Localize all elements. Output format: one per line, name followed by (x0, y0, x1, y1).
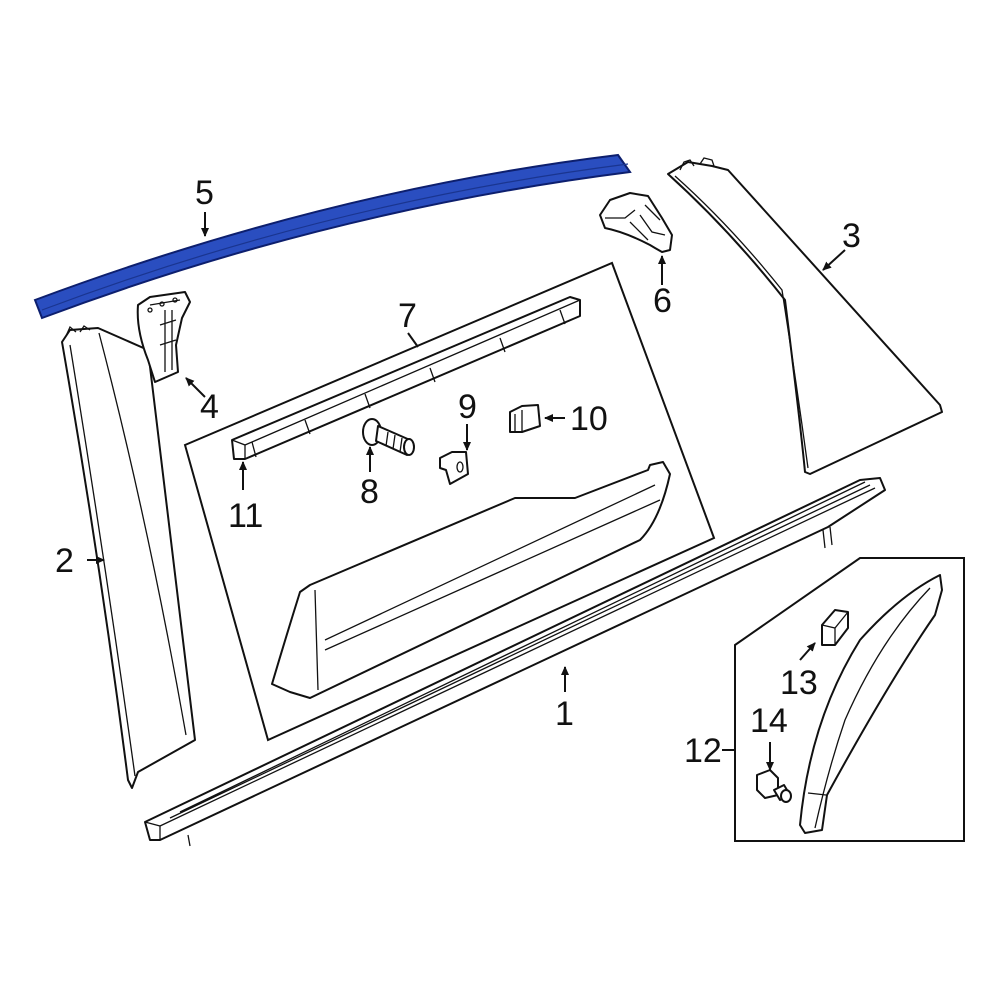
callout-11[interactable]: 11 (228, 497, 263, 535)
part-1-rocker-molding[interactable] (144, 477, 886, 847)
callout-14[interactable]: 14 (750, 702, 788, 740)
part-10-clip[interactable] (509, 404, 541, 433)
callout-3[interactable]: 3 (842, 217, 861, 255)
part-13-clip[interactable] (821, 609, 849, 646)
part-3-rear-pillar[interactable] (667, 157, 943, 475)
part-14-fastener[interactable] (756, 769, 792, 803)
part-6-bracket[interactable] (599, 192, 673, 253)
callout-9[interactable]: 9 (458, 388, 477, 426)
wheel-opening-molding[interactable] (799, 574, 943, 834)
part-4-bracket[interactable] (136, 291, 191, 383)
part-11-belt-molding[interactable] (231, 296, 581, 460)
callout-7[interactable]: 7 (398, 297, 417, 335)
callout-5[interactable]: 5 (195, 174, 214, 212)
door-molding[interactable] (271, 461, 671, 699)
callout-10[interactable]: 10 (570, 400, 608, 438)
callout-labels: 5 4 6 3 2 7 11 8 9 10 1 13 14 12 (55, 174, 861, 770)
part-8-stud[interactable] (362, 418, 415, 456)
callout-1[interactable]: 1 (555, 695, 574, 733)
callout-13[interactable]: 13 (780, 664, 818, 702)
part-9-clip[interactable] (439, 451, 469, 485)
part-2-front-pillar[interactable] (61, 325, 196, 789)
part-5-roof-molding[interactable] (33, 153, 632, 320)
callout-4[interactable]: 4 (200, 388, 219, 426)
callout-8[interactable]: 8 (360, 473, 379, 511)
callout-2[interactable]: 2 (55, 542, 74, 580)
callout-6[interactable]: 6 (653, 282, 672, 320)
callout-12[interactable]: 12 (684, 732, 722, 770)
leader-lines (87, 212, 846, 771)
